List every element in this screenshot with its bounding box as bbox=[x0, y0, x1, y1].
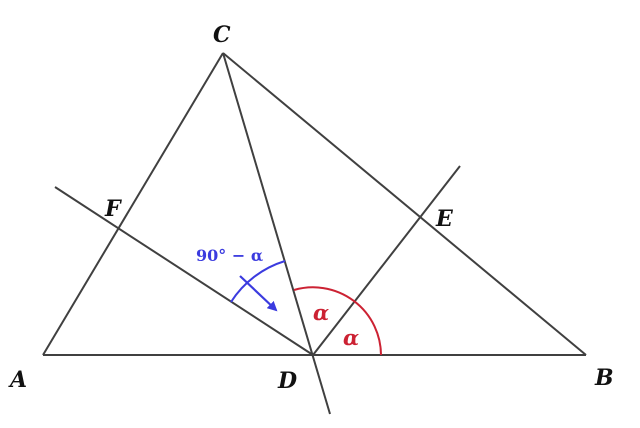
segment-bc bbox=[222, 52, 587, 356]
red-angle-arc bbox=[293, 286, 382, 356]
line-fd bbox=[54, 186, 314, 356]
line-de bbox=[312, 165, 461, 356]
point-label-e: E bbox=[435, 206, 454, 232]
angle-label-90-minus-alpha: 90° − α bbox=[196, 246, 263, 265]
point-label-b: B bbox=[594, 365, 614, 391]
point-label-a: A bbox=[8, 367, 27, 393]
blue-arrow bbox=[239, 275, 278, 312]
blue-angle-arc bbox=[230, 260, 286, 303]
point-label-f: F bbox=[104, 196, 122, 222]
line-cd-extended bbox=[222, 52, 331, 415]
point-label-c: C bbox=[213, 22, 231, 48]
angle-label-alpha-lower: α bbox=[343, 325, 359, 350]
segment-ac bbox=[42, 52, 224, 356]
point-label-d: D bbox=[277, 368, 297, 394]
angle-label-alpha-upper: α bbox=[313, 300, 329, 325]
